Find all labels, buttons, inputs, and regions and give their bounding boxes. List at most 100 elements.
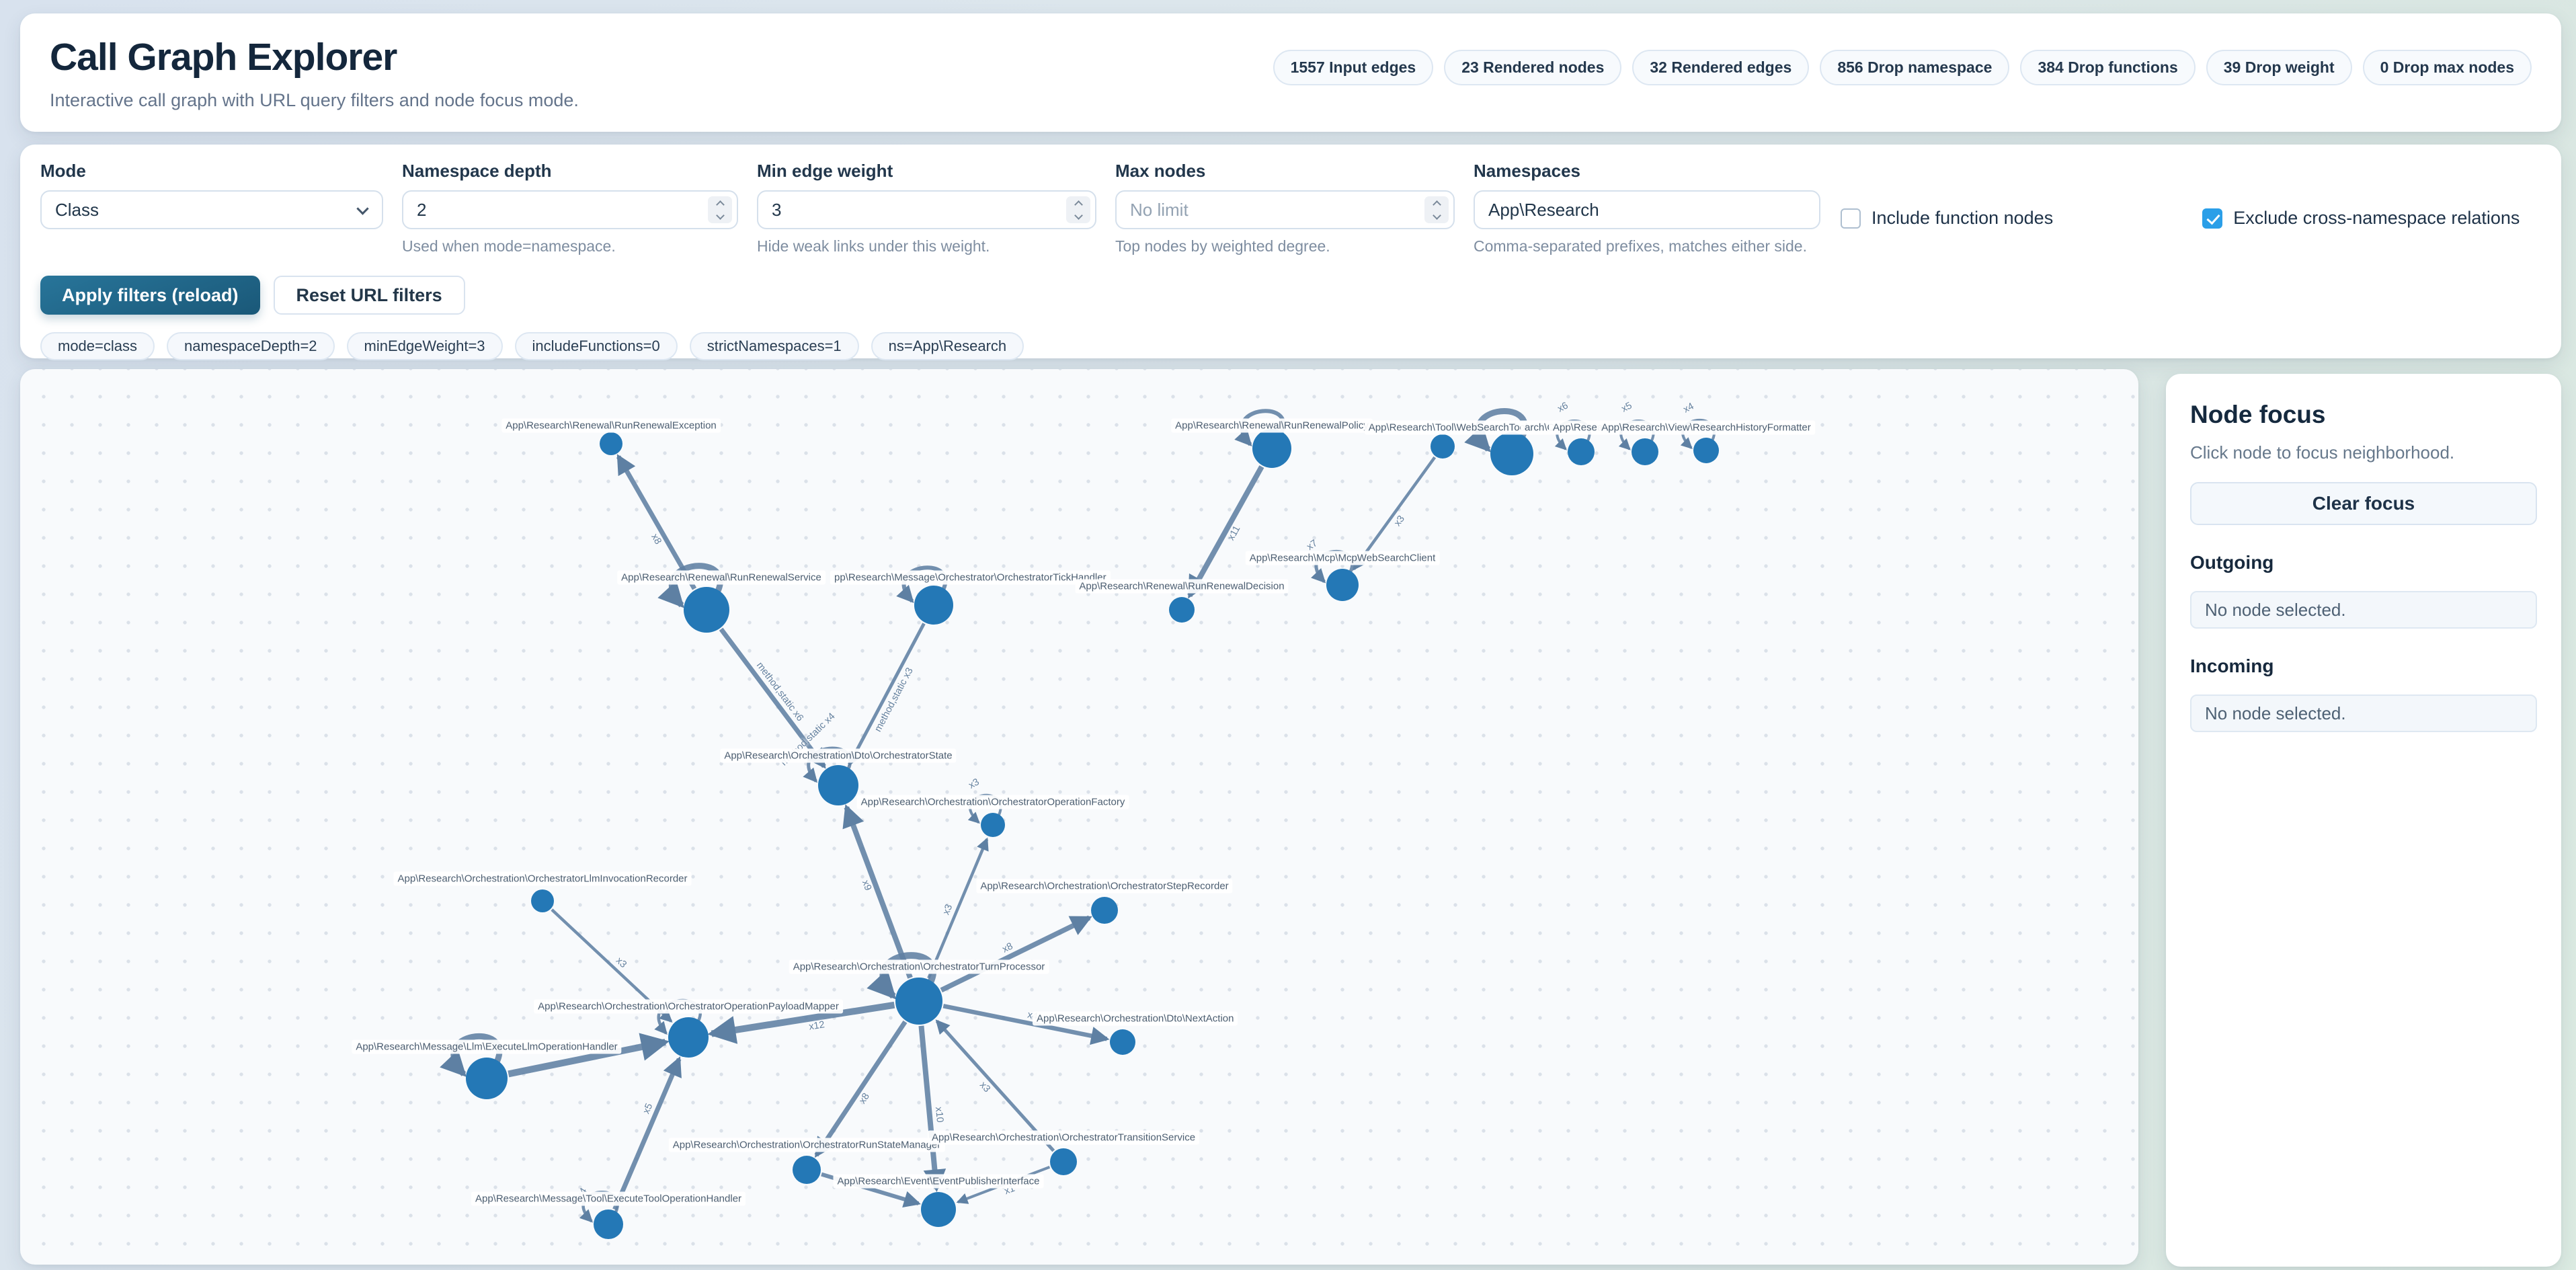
graph-node-label: App\Research\View\ResearchHistoryFormatt… [1597,420,1815,435]
stat-badge: 856 Drop namespace [1820,49,2010,85]
graph-node[interactable] [981,813,1005,837]
page-title: Call Graph Explorer [50,36,397,79]
number-spinner[interactable] [1066,196,1090,223]
graph-node-label: App\Research\Orchestration\OrchestratorO… [534,999,843,1014]
focus-title: Node focus [2190,401,2326,428]
graph-node-label: App\Research\Orchestration\Dto\NextActio… [1033,1011,1238,1026]
node-focus-panel: Node focus Click node to focus neighborh… [2166,374,2561,1267]
spin-down-icon [1074,210,1083,220]
spin-down-icon [715,210,725,220]
graph-node[interactable] [1050,1148,1077,1175]
graph-node[interactable] [1169,597,1195,623]
graph-node[interactable] [531,889,554,912]
graph-node[interactable] [668,1017,709,1058]
number-spinner[interactable] [1424,196,1449,223]
mode-select[interactable]: Class [40,190,383,229]
graph-node-label: App\Research\Tool\WebSearchTool [1364,420,1532,435]
min-edge-weight-input[interactable]: 3 [757,190,1096,229]
include-functions-checkbox-item[interactable]: Include function nodes [1841,208,2053,229]
graph-node[interactable] [466,1058,508,1099]
clear-focus-button[interactable]: Clear focus [2190,482,2537,525]
graph-node[interactable] [1326,569,1359,601]
exclude-cross-checkbox-item[interactable]: Exclude cross-namespace relations [2202,208,2520,229]
include-functions-label: Include function nodes [1871,208,2054,228]
reset-filters-button[interactable]: Reset URL filters [273,276,465,315]
graph-node[interactable] [921,1192,956,1227]
namespace-depth-label: Namespace depth [402,161,552,181]
query-chip: ns=App\Research [871,332,1024,360]
namespaces-hint: Comma-separated prefixes, matches either… [1474,237,1807,255]
stat-badge: 384 Drop functions [2020,49,2196,85]
number-spinner[interactable] [708,196,732,223]
stat-badge: 32 Rendered edges [1632,49,1810,85]
graph-node-label: App\Research\Mcp\McpWebSearchClient [1245,551,1440,565]
stat-badge: 1557 Input edges [1273,49,1434,85]
query-chip: minEdgeWeight=3 [346,332,503,360]
include-functions-checkbox[interactable] [1841,208,1861,229]
spin-up-icon [715,200,725,209]
namespace-depth-value: 2 [417,199,427,220]
min-edge-weight-label: Min edge weight [757,161,893,181]
max-nodes-hint: Top nodes by weighted degree. [1115,237,1330,255]
graph-node[interactable] [1252,429,1291,468]
query-chip: mode=class [40,332,155,360]
spin-up-icon [1074,200,1083,209]
graph-node-label: App\Research\Renewal\RunRenewalDecision [1075,579,1289,594]
namespace-depth-input[interactable]: 2 [402,190,738,229]
graph-node-label: App\Research\Renewal\RunRenewalService [617,570,826,585]
namespace-depth-hint: Used when mode=namespace. [402,237,616,255]
page-subtitle: Interactive call graph with URL query fi… [50,90,579,110]
graph-node-label: App\Research\Renewal\RunRenewalException [501,418,721,433]
graph-node[interactable] [793,1156,821,1184]
namespaces-label: Namespaces [1474,161,1580,181]
graph-node-label: App\Research\Event\EventPublisherInterfa… [833,1174,1044,1189]
min-edge-weight-field: Min edge weight 3 Hide weak links under … [757,161,1096,255]
exclude-cross-label: Exclude cross-namespace relations [2233,208,2520,228]
query-chips: mode=class namespaceDepth=2 minEdgeWeight=… [40,332,2541,360]
edge-weight-label: x10 [932,1106,945,1123]
header-text: Call Graph Explorer Interactive call gra… [50,34,579,112]
graph-node[interactable] [1431,434,1455,459]
apply-filters-button[interactable]: Apply filters (reload) [40,276,260,315]
graph-node-label: App\Research\Orchestration\OrchestratorL… [393,871,692,886]
graph-node[interactable] [1632,438,1658,465]
graph-node[interactable] [1693,438,1719,463]
query-chip: includeFunctions=0 [514,332,678,360]
min-edge-weight-value: 3 [772,199,782,220]
graph-node[interactable] [914,586,953,625]
filters-card: Mode Class Namespace depth 2 Used when m… [20,145,2561,360]
graph-node[interactable] [684,587,729,633]
spin-down-icon [1432,210,1441,220]
incoming-empty-box: No node selected. [2190,694,2537,732]
graph-node[interactable] [1091,897,1118,924]
graph-node[interactable] [1568,438,1595,465]
outgoing-empty-box: No node selected. [2190,591,2537,629]
graph-node-label: App\Research\Orchestration\OrchestratorO… [856,795,1129,809]
max-nodes-input[interactable]: No limit [1115,190,1455,229]
focus-subtitle: Click node to focus neighborhood. [2190,442,2455,463]
incoming-heading: Incoming [2190,656,2274,676]
query-chip: namespaceDepth=2 [167,332,335,360]
graph-node[interactable] [1490,432,1533,475]
max-nodes-label: Max nodes [1115,161,1206,181]
exclude-cross-checkbox[interactable] [2202,208,2223,229]
graph-node[interactable] [818,765,858,805]
max-nodes-placeholder: No limit [1130,199,1189,220]
query-chip: strictNamespaces=1 [689,332,859,360]
mode-value: Class [55,199,99,220]
graph-node-label: App\Research\Message\Llm\ExecuteLlmOpera… [352,1039,622,1054]
namespaces-value: App\Research [1488,199,1599,220]
graph-node[interactable] [1110,1029,1135,1055]
max-nodes-field: Max nodes No limit Top nodes by weighted… [1115,161,1455,255]
namespaces-input[interactable]: App\Research [1474,190,1820,229]
graph-node[interactable] [600,432,622,455]
graph-node-label: App\Research\Orchestration\OrchestratorT… [789,959,1049,974]
stat-badge: 39 Drop weight [2206,49,2352,85]
graph-node-label: App\Research\Renewal\RunRenewalPolicy [1171,418,1373,433]
graph-node-label: App\Research\Message\Tool\ExecuteToolOpe… [471,1191,746,1206]
graph-node-label: App\Research\Orchestration\OrchestratorR… [668,1138,945,1152]
graph-node[interactable] [594,1209,623,1239]
graph-node[interactable] [895,978,942,1025]
